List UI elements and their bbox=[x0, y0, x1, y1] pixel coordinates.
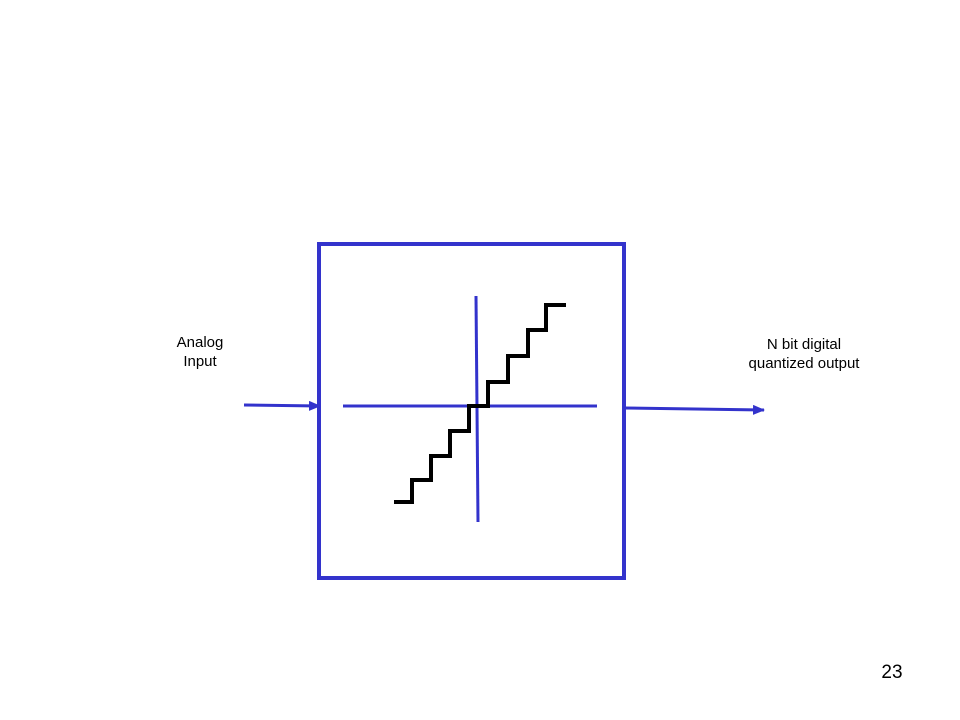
quantization-staircase bbox=[394, 303, 566, 504]
page-number: 23 bbox=[881, 662, 903, 683]
analog-input-label: Analog Input bbox=[176, 334, 224, 370]
quantizer-box bbox=[317, 242, 626, 580]
output-arrow bbox=[624, 404, 765, 415]
input-arrow bbox=[243, 400, 321, 411]
digital-output-label: N bit digital quantized output bbox=[748, 336, 860, 372]
vertical-axis bbox=[474, 295, 480, 523]
